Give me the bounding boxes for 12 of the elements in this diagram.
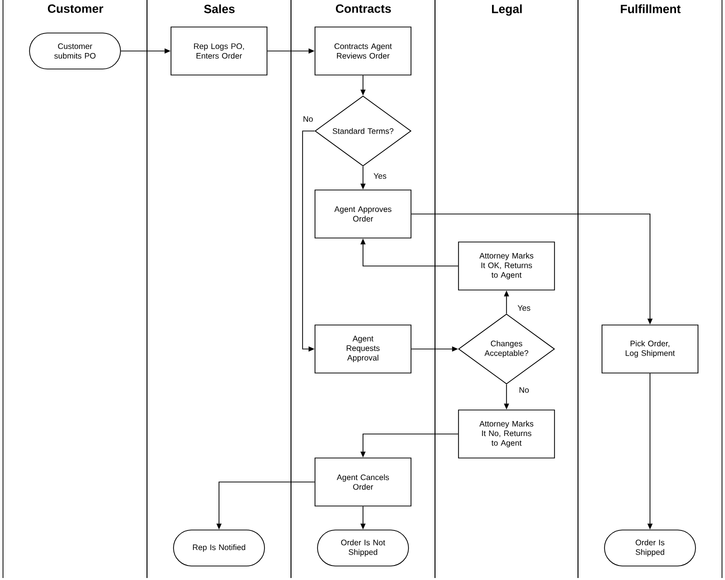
process-box: Pick Order, Log Shipment bbox=[602, 324, 698, 374]
process-box: Attorney Marks It OK, Returns to Agent bbox=[458, 242, 555, 290]
process-box: Attorney Marks It No, Returns to Agent bbox=[458, 410, 555, 458]
process-box: Agent Approves Order bbox=[314, 190, 412, 238]
edge-label: Yes bbox=[516, 304, 532, 312]
edge-label: No bbox=[518, 386, 530, 394]
edge-label: No bbox=[302, 115, 314, 123]
process-box: Agent Cancels Order bbox=[314, 458, 412, 506]
process-box: Agent Requests Approval bbox=[314, 324, 412, 374]
process-box: Contracts Agent Reviews Order bbox=[314, 26, 412, 76]
process-box: Rep Logs PO, Enters Order bbox=[170, 26, 268, 76]
edge-label: Yes bbox=[372, 172, 388, 180]
